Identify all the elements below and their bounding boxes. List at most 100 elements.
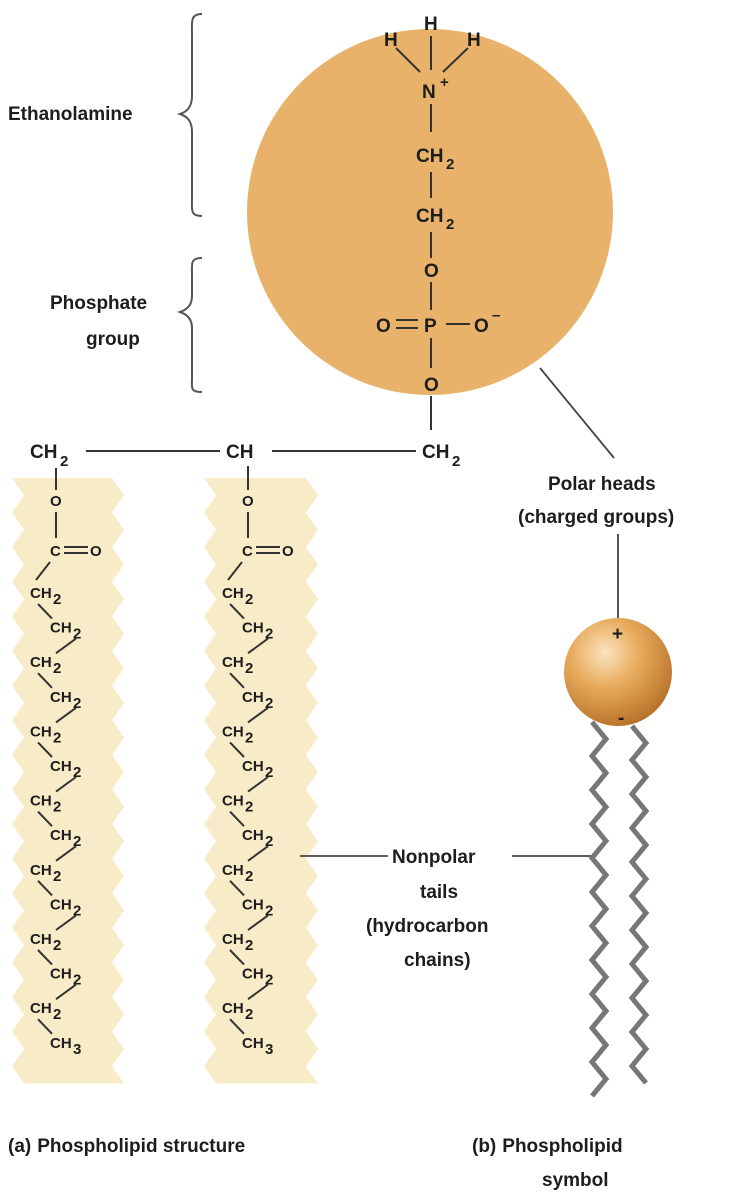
ester-group-left: O C O — [35, 468, 102, 581]
caption-b-text: Phospholipid — [502, 1136, 622, 1157]
chain-left-bond-2 — [55, 637, 77, 655]
chain-right-ch2-5: CH — [222, 723, 244, 740]
chain-right-ch2-11: CH — [222, 931, 244, 948]
h-left-atom: H — [384, 30, 398, 51]
chain-left-ch2-8: CH — [50, 827, 72, 844]
ch2-b-atom: CH — [416, 206, 443, 227]
chain-left-bond-7 — [37, 810, 53, 827]
ester-left-o: O — [50, 493, 62, 510]
phosphorus-atom: P — [424, 316, 437, 337]
symbol-tail-left — [588, 720, 610, 1098]
chain-right-ch2-7: CH — [222, 793, 244, 810]
chain-left-sub-8: 2 — [73, 833, 81, 850]
chain-left-ch2-2: CH — [50, 620, 72, 637]
chain-right-ch2-12: CH — [242, 966, 264, 983]
chain-right-sub-6: 2 — [265, 764, 273, 781]
ester-right-o: O — [242, 493, 254, 510]
chain-right-bond-10 — [247, 914, 269, 931]
chain-left-ch2-4: CH — [50, 689, 72, 706]
nitrogen-atom: N — [422, 82, 436, 103]
chain-right-bond-6 — [247, 776, 269, 793]
chain-left-sub-2: 2 — [73, 626, 81, 643]
phosphate-label-line2: group — [86, 329, 140, 350]
chain-right-bond-5 — [229, 741, 245, 758]
ch2-a-sub: 2 — [446, 156, 454, 173]
chain-right-bond-11 — [229, 949, 245, 966]
symbol-plus-sign: + — [612, 624, 623, 645]
chain-right-sub-4: 2 — [265, 695, 273, 712]
chain-right-ch2-1: CH — [222, 585, 244, 602]
chain-left-ch2-6: CH — [50, 758, 72, 775]
ethanolamine-label: Ethanolamine — [8, 104, 133, 125]
backbone-right-sub: 2 — [452, 453, 460, 470]
chain-right-ch2-2: CH — [242, 620, 264, 637]
ch2-a-atom: CH — [416, 146, 443, 167]
polar-leader-top — [539, 367, 615, 459]
chain-right-bond-3 — [229, 672, 245, 689]
h-mid-atom: H — [424, 14, 438, 35]
chain-right-sub-12: 2 — [265, 972, 273, 989]
backbone-left-ch2: CH — [30, 442, 57, 463]
chain-left-sub-9: 2 — [53, 868, 61, 885]
chain-right-ch2-9: CH — [222, 862, 244, 879]
chain-left-sub-7: 2 — [53, 799, 61, 816]
chain-left-ch3: CH — [50, 1035, 72, 1052]
chain-right-sub-5: 2 — [245, 729, 253, 746]
chain-right-ch2-3: CH — [222, 654, 244, 671]
oxygen-bottom-atom: O — [424, 375, 439, 396]
chain-right-ch2-6: CH — [242, 758, 264, 775]
chain-left-sub-5: 2 — [53, 729, 61, 746]
ester-left-o-double: O — [90, 543, 102, 560]
chain-right-bond-2 — [247, 637, 269, 655]
symbol-minus-sign: - — [618, 708, 624, 729]
nonpolar-label-line2: tails — [420, 882, 458, 903]
caption-a: (a)Phospholipid structure — [8, 1136, 245, 1157]
chain-left-bond-1 — [37, 603, 53, 620]
chain-left-sub-4: 2 — [73, 695, 81, 712]
polar-heads-label-line1: Polar heads — [548, 474, 656, 495]
backbone-middle-ch: CH — [226, 442, 253, 463]
chain-left-bond-10 — [55, 914, 77, 931]
chain-right-bond-8 — [247, 845, 269, 862]
caption-b-line2: symbol — [542, 1170, 609, 1191]
tail-band-right — [204, 478, 318, 1084]
chain-left-sub-14: 3 — [73, 1041, 81, 1058]
chain-left-sub-13: 2 — [53, 1006, 61, 1023]
backbone-left-sub: 2 — [60, 453, 68, 470]
chain-left-ch2-10: CH — [50, 896, 72, 913]
nonpolar-label-line4: chains) — [404, 950, 471, 971]
chain-right-sub-9: 2 — [245, 868, 253, 885]
chain-right-bond-13 — [229, 1018, 245, 1035]
chain-right-ch2-8: CH — [242, 827, 264, 844]
ester-right-c: C — [242, 543, 253, 560]
chain-right-ch2-10: CH — [242, 896, 264, 913]
chain-right-sub-8: 2 — [265, 833, 273, 850]
chain-right-sub-3: 2 — [245, 660, 253, 677]
nitrogen-charge: + — [440, 74, 449, 91]
chain-left-bond-5 — [37, 741, 53, 758]
chain-left-sub-12: 2 — [73, 972, 81, 989]
ch2-b-sub: 2 — [446, 216, 454, 233]
ester-group-right: O C O — [227, 466, 294, 581]
head-atoms: H H H N + CH 2 CH 2 O P O O – O — [376, 14, 500, 396]
tail-band-left — [12, 478, 124, 1084]
o-left-atom: O — [376, 316, 391, 337]
nonpolar-label-line1: Nonpolar — [392, 847, 476, 868]
chain-right-bond-1 — [229, 603, 245, 620]
caption-a-text: Phospholipid structure — [37, 1136, 245, 1157]
chain-left-ch2-9: CH — [30, 862, 52, 879]
chain-left-ch2-12: CH — [50, 966, 72, 983]
oxygen-top-atom: O — [424, 261, 439, 282]
chain-right-bond-7 — [229, 810, 245, 827]
chain-left-sub-6: 2 — [73, 764, 81, 781]
phosphate-label-line1: Phosphate — [50, 293, 147, 314]
chain-left-bond-11 — [37, 949, 53, 966]
chain-left-ch2-5: CH — [30, 723, 52, 740]
caption-b-tag: (b) — [472, 1136, 496, 1157]
chain-right-sub-2: 2 — [265, 626, 273, 643]
chain-right-sub-1: 2 — [245, 591, 253, 608]
glycerol-backbone: CH 2 CH CH 2 — [30, 442, 460, 470]
chain-left-sub-11: 2 — [53, 937, 61, 954]
